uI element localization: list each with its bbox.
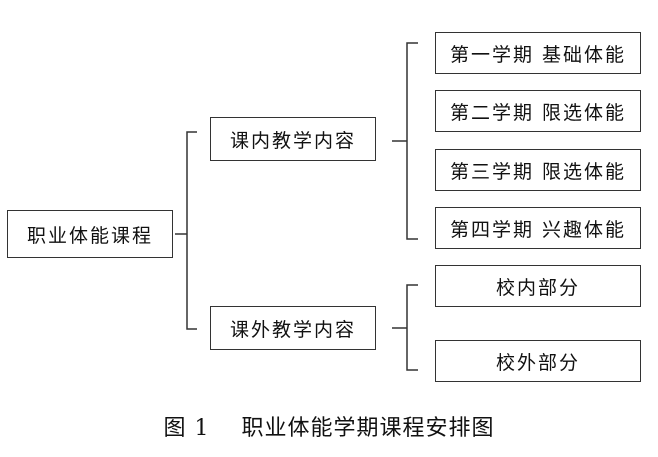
figure-title: 职业体能学期课程安排图 — [241, 416, 495, 441]
figure-number: 图 1 — [163, 416, 210, 441]
branch-brace-outer — [392, 284, 418, 371]
branch-node-extracurricular: 课外教学内容 — [210, 306, 376, 350]
root-brace — [175, 131, 197, 330]
leaf-node-semester-1: 第一学期 基础体能 — [435, 32, 641, 74]
branch-node-in-class: 课内教学内容 — [210, 117, 376, 161]
leaf-node-semester-3: 第三学期 限选体能 — [435, 149, 641, 191]
branch-brace-inner — [392, 42, 418, 240]
root-node: 职业体能课程 — [7, 210, 173, 258]
leaf-node-off-campus: 校外部分 — [435, 340, 641, 382]
leaf-node-on-campus: 校内部分 — [435, 265, 641, 307]
caption-gap — [210, 416, 242, 441]
leaf-node-semester-4: 第四学期 兴趣体能 — [435, 207, 641, 249]
leaf-node-semester-2: 第二学期 限选体能 — [435, 90, 641, 132]
figure-caption: 图 1 职业体能学期课程安排图 — [0, 410, 658, 442]
